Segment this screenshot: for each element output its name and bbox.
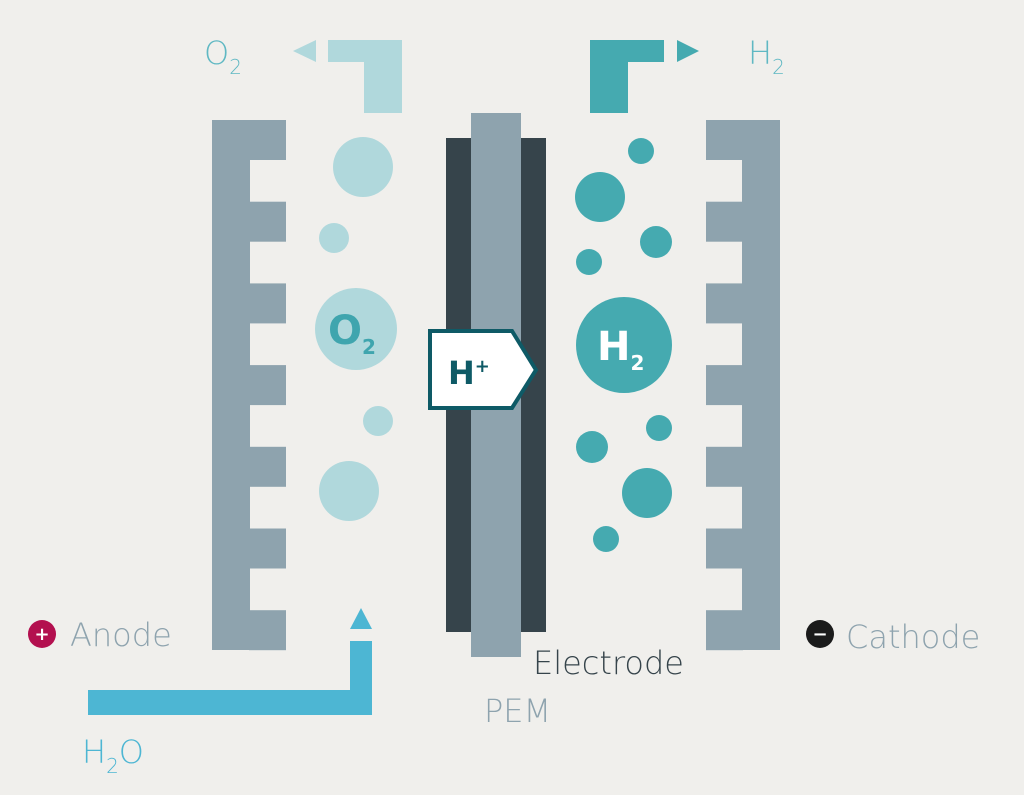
oxygen-bubble xyxy=(319,461,379,521)
proton-arrow xyxy=(428,329,539,410)
hydrogen-bubble xyxy=(593,526,619,552)
hydrogen-molecule xyxy=(576,297,672,393)
arrow-right-icon xyxy=(677,40,699,62)
h2-outlet-arrow xyxy=(590,40,699,113)
oxygen-bubble xyxy=(333,137,393,197)
plate-tooth xyxy=(249,120,286,160)
plate-tooth xyxy=(706,201,743,242)
plate-tooth xyxy=(249,283,286,324)
anode-plate xyxy=(212,120,286,651)
plate-tooth xyxy=(706,610,743,651)
plate-tooth xyxy=(706,528,743,569)
arrow-left-icon xyxy=(293,40,316,62)
oxygen-bubble xyxy=(319,223,349,253)
arrow-up-icon xyxy=(350,608,372,629)
hydrogen-bubble xyxy=(628,138,654,164)
minus-icon xyxy=(806,620,834,648)
hydrogen-bubble xyxy=(640,226,672,258)
plate-tooth xyxy=(249,610,286,651)
plate-tooth xyxy=(249,201,286,242)
pem-label: PEM xyxy=(484,692,551,730)
hydrogen-bubble xyxy=(576,431,608,463)
o2-molecule-label: O2 xyxy=(328,308,376,359)
plate-tooth xyxy=(706,365,743,406)
plus-icon xyxy=(28,620,56,648)
h2-outlet-label: H2 xyxy=(748,34,785,79)
cathode-sign: − xyxy=(812,624,827,645)
plate-tooth xyxy=(249,528,286,569)
proton-label: H+ xyxy=(448,354,490,392)
hydrogen-bubbles xyxy=(575,138,672,552)
o2-outlet-arrow xyxy=(293,40,402,113)
h2-molecule-label: H2 xyxy=(597,324,644,375)
hydrogen-bubble xyxy=(576,249,602,275)
anode-sign: + xyxy=(34,624,49,645)
plate-tooth xyxy=(706,120,743,160)
cathode-plate xyxy=(706,120,780,651)
hydrogen-bubble xyxy=(646,415,672,441)
hydrogen-bubble xyxy=(575,172,625,222)
cathode-label: Cathode xyxy=(846,618,980,656)
oxygen-molecule xyxy=(315,288,397,370)
oxygen-bubbles xyxy=(315,137,397,521)
plate-tooth xyxy=(706,283,743,324)
h2o-inlet-arrow xyxy=(88,608,372,715)
h2o-inlet-label: H2O xyxy=(82,733,144,778)
oxygen-bubble xyxy=(363,406,393,436)
anode-label: Anode xyxy=(70,616,172,654)
plate-tooth xyxy=(249,446,286,487)
plate-tooth xyxy=(706,446,743,487)
plate-tooth xyxy=(249,365,286,406)
electrode-label: Electrode xyxy=(533,644,684,682)
hydrogen-bubble xyxy=(622,468,672,518)
o2-outlet-label: O2 xyxy=(204,34,242,79)
